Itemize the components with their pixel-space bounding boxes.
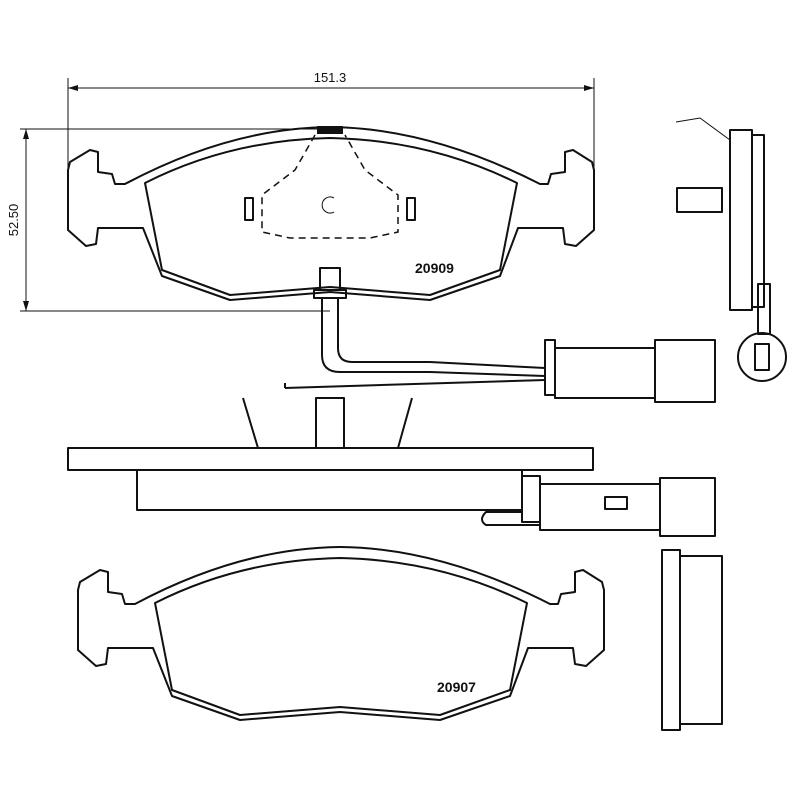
side-view-top [675, 117, 787, 382]
brake-pad-front-view-bottom [77, 546, 605, 721]
pad-clip-hidden [244, 126, 416, 239]
brake-pad-front-view-top [67, 126, 595, 301]
height-dimension: 52.50 [6, 128, 330, 312]
width-dimension: 151.3 [67, 70, 595, 170]
side-view-bottom [661, 549, 723, 731]
part-code-20909: 20909 [415, 260, 454, 276]
part-code-20907: 20907 [437, 679, 476, 695]
height-dimension-label: 52.50 [6, 204, 21, 237]
wear-sensor-cable [284, 267, 716, 403]
edge-view [67, 397, 716, 537]
width-dimension-label: 151.3 [314, 70, 347, 85]
